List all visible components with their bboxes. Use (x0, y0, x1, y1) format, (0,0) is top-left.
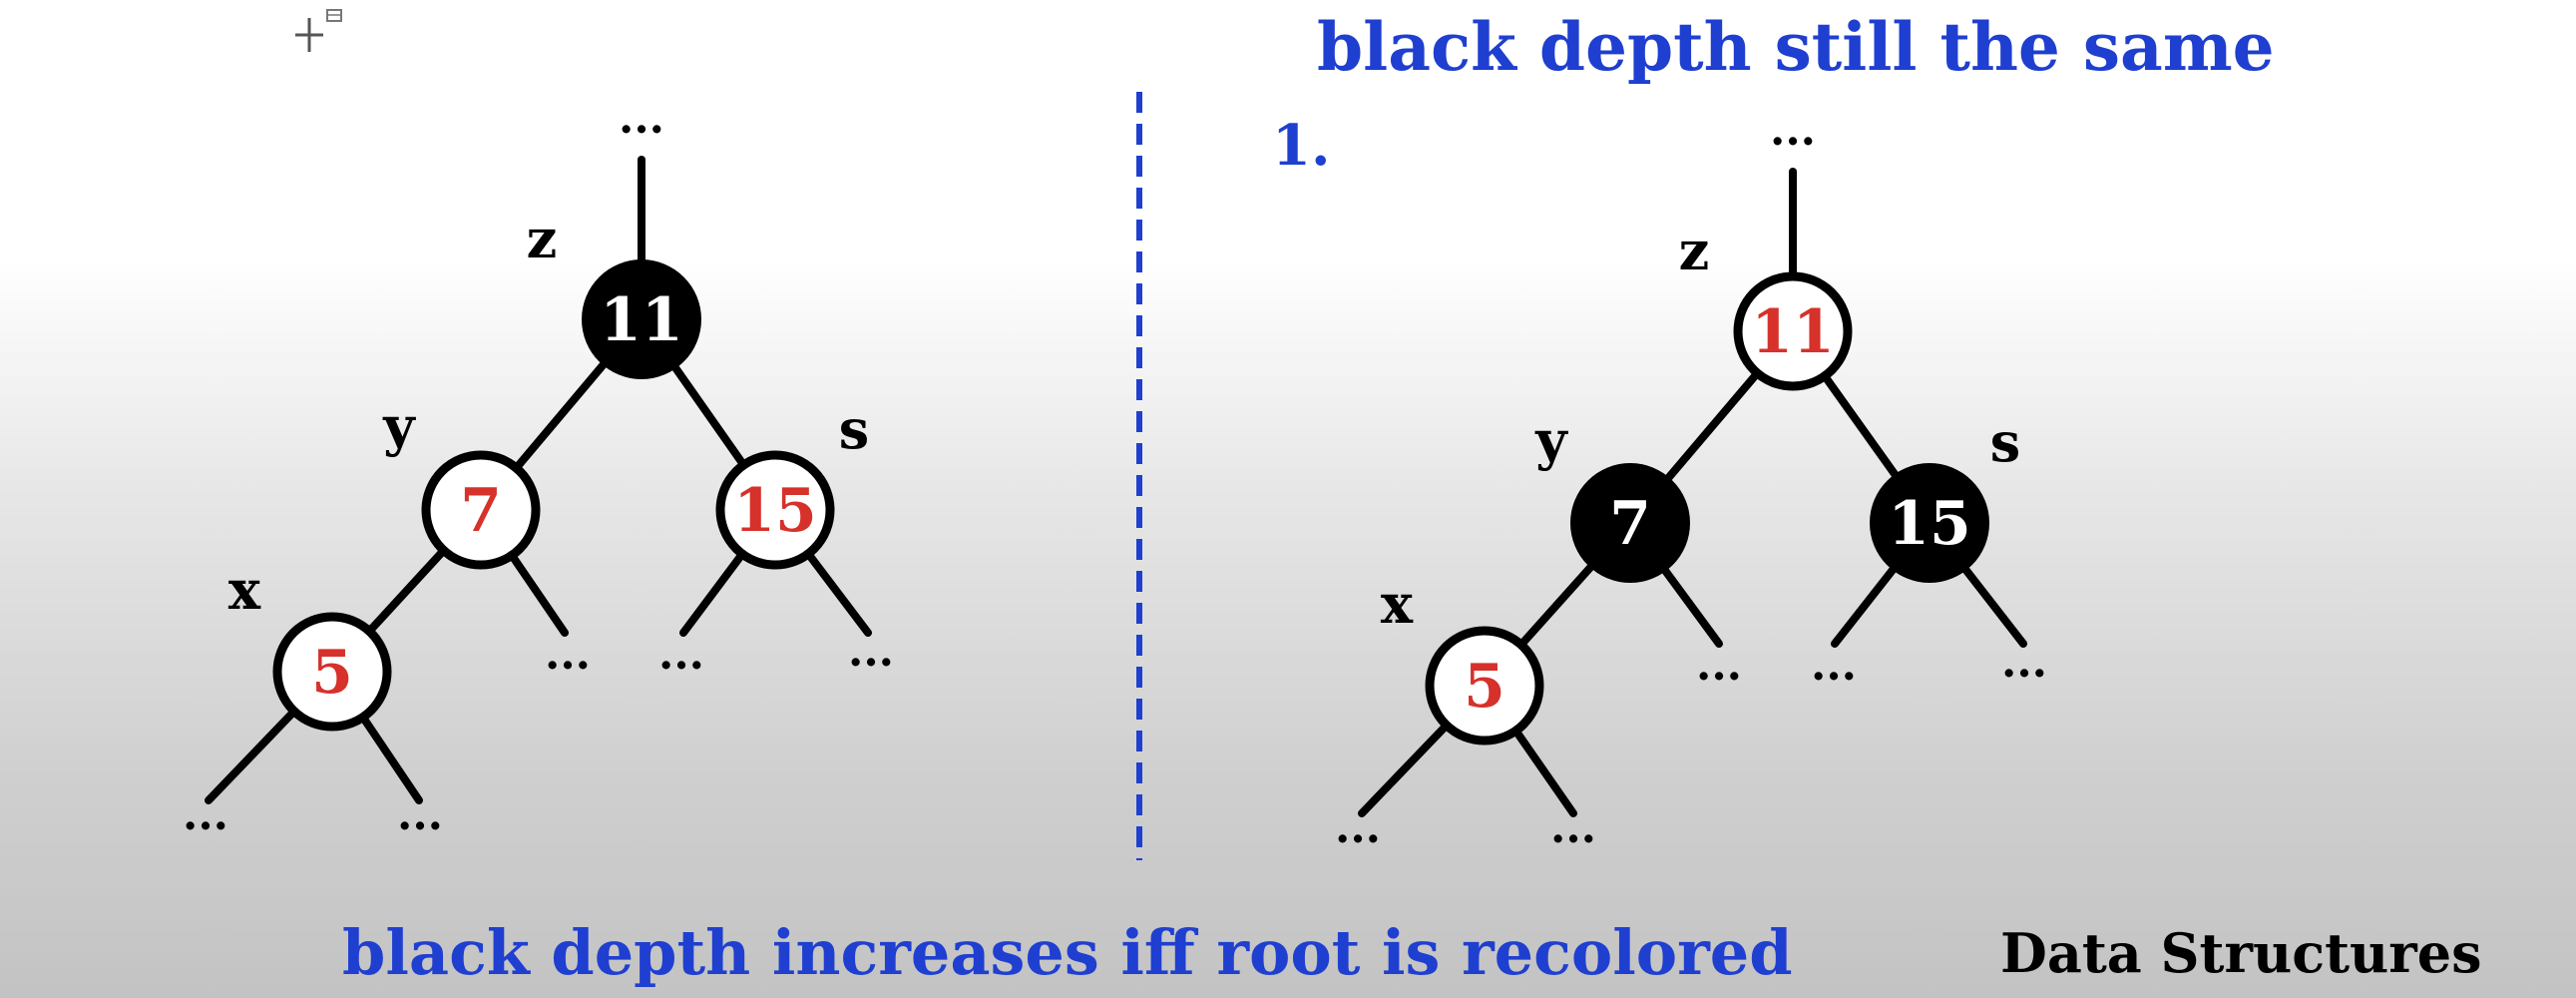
node-label-s: s (839, 397, 869, 461)
top-caption: black depth still the same (1317, 8, 2275, 86)
node-key: 5 (1464, 652, 1505, 722)
node-key: 15 (733, 476, 817, 546)
node-y: 7 (1570, 463, 1690, 583)
node-label-x: x (1381, 572, 1414, 636)
tree-before: 11 7 15 5 z y s x ... ... (183, 93, 894, 840)
node-label-s: s (1990, 410, 2020, 474)
node-y: 7 (421, 450, 541, 570)
node-key: 7 (460, 476, 502, 546)
node-label-y: y (382, 394, 416, 458)
ellipsis-leaf: ... (397, 789, 443, 840)
node-label-z: z (527, 207, 558, 270)
node-key: 11 (600, 285, 683, 355)
node-x: 5 (1425, 626, 1544, 746)
node-label-y: y (1534, 408, 1568, 472)
ellipsis-top: ... (619, 93, 664, 144)
ellipsis-leaf: ... (1335, 802, 1381, 853)
ellipsis-top: ... (1770, 105, 1816, 156)
ellipsis-leaf: ... (545, 629, 591, 680)
node-label-z: z (1679, 219, 1710, 282)
node-key: 7 (1609, 489, 1651, 559)
ellipsis-leaf: ... (183, 789, 228, 840)
node-key: 15 (1888, 489, 1971, 559)
ellipsis-leaf: ... (1811, 640, 1857, 691)
step-number: 1. (1272, 113, 1331, 179)
node-key: 11 (1751, 297, 1835, 367)
node-key: 5 (311, 638, 353, 708)
cursor-icon (295, 8, 345, 62)
ellipsis-leaf: ... (658, 629, 704, 680)
ellipsis-leaf: ... (2001, 637, 2047, 688)
node-x: 5 (272, 612, 392, 732)
ellipsis-leaf: ... (1696, 640, 1742, 691)
node-z: 11 (582, 259, 701, 379)
node-label-x: x (228, 558, 261, 622)
node-z: 11 (1733, 271, 1853, 391)
ellipsis-leaf: ... (1550, 802, 1596, 853)
ellipsis-leaf: ... (848, 626, 894, 677)
node-s: 15 (1870, 463, 1989, 583)
node-s: 15 (715, 450, 835, 570)
brand-label: Data Structures (2000, 921, 2482, 985)
bottom-caption: black depth increases iff root is recolo… (342, 916, 1793, 989)
tree-after: 11 7 15 5 z y s x ... ... (1335, 105, 2047, 853)
